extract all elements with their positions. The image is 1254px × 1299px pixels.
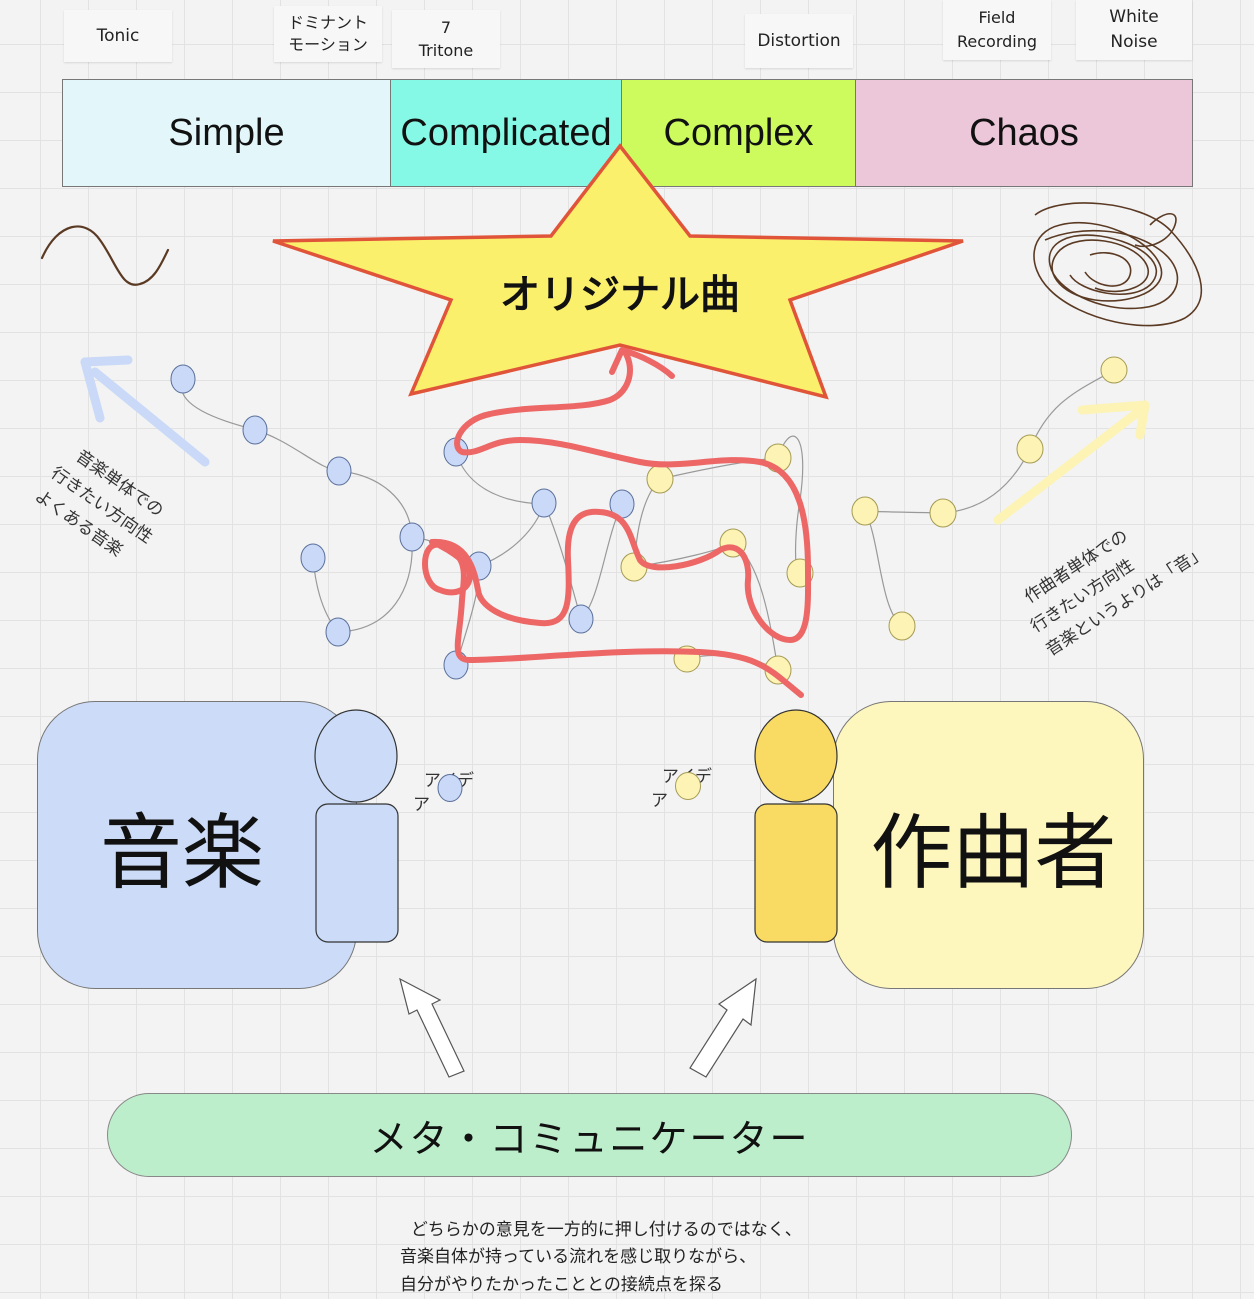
music-idea-nodes (170, 364, 635, 680)
music-idea-node[interactable] (242, 415, 268, 445)
note-white-noise[interactable]: White Noise (1076, 0, 1192, 60)
note-distortion[interactable]: Distortion (745, 14, 853, 68)
composer-box[interactable]: 作曲者 (833, 701, 1144, 989)
note-tritone[interactable]: 7 Tritone (392, 10, 500, 68)
meta-caption: どちらかの意見を一方的に押し付けるのではなく、 音楽自体が持っている流れを感じ取… (400, 1219, 802, 1295)
segment-simple[interactable]: Simple (63, 80, 391, 186)
music-idea-node[interactable] (443, 650, 469, 680)
note-field-recording[interactable]: Field Recording (943, 0, 1051, 60)
music-idea-node[interactable] (531, 488, 557, 518)
complexity-spectrum: Simple Complicated Complex Chaos (62, 79, 1193, 187)
note-tonic[interactable]: Tonic (64, 10, 172, 62)
music-idea-node[interactable] (325, 617, 351, 647)
music-idea-node[interactable] (300, 543, 326, 573)
creative-flow-path (422, 347, 812, 698)
music-direction-arrow (80, 355, 210, 467)
up-arrow-right-icon (689, 977, 757, 1078)
segment-chaos[interactable]: Chaos (856, 80, 1192, 186)
composer-idea-node[interactable] (620, 552, 648, 582)
music-idea-node[interactable] (326, 456, 352, 486)
music-idea-node[interactable] (568, 604, 594, 634)
chaos-scribble-doodle (1033, 202, 1203, 327)
segment-complicated[interactable]: Complicated (391, 80, 622, 186)
music-person-icon (314, 709, 399, 943)
composer-idea-node[interactable] (888, 611, 916, 641)
up-arrow-left-icon (399, 977, 465, 1078)
composer-label: 作曲者 (870, 805, 1117, 901)
composer-idea-legend-node (675, 772, 701, 800)
composer-idea-node[interactable] (851, 496, 879, 526)
meta-communicator-pill[interactable]: メタ・コミュニケーター (107, 1093, 1072, 1177)
music-label: 音楽 (99, 805, 264, 901)
music-box[interactable]: 音楽 (37, 701, 357, 989)
composer-direction-arrow (993, 400, 1150, 525)
note-dominant-motion[interactable]: ドミナント モーション (274, 6, 382, 62)
music-idea-node[interactable] (170, 364, 196, 394)
original-song-star[interactable] (272, 143, 964, 400)
simple-wave-doodle (40, 225, 170, 286)
original-song-label: オリジナル曲 (500, 272, 740, 318)
composer-idea-node[interactable] (1016, 434, 1044, 464)
composer-idea-node[interactable] (929, 498, 957, 528)
meta-up-arrows (399, 977, 757, 1078)
composer-person-icon (754, 709, 838, 943)
composer-idea-node[interactable] (1100, 356, 1128, 384)
music-idea-node[interactable] (399, 522, 425, 552)
composer-idea-node[interactable] (646, 464, 674, 494)
music-idea-legend-node (437, 774, 463, 802)
segment-complex[interactable]: Complex (622, 80, 856, 186)
